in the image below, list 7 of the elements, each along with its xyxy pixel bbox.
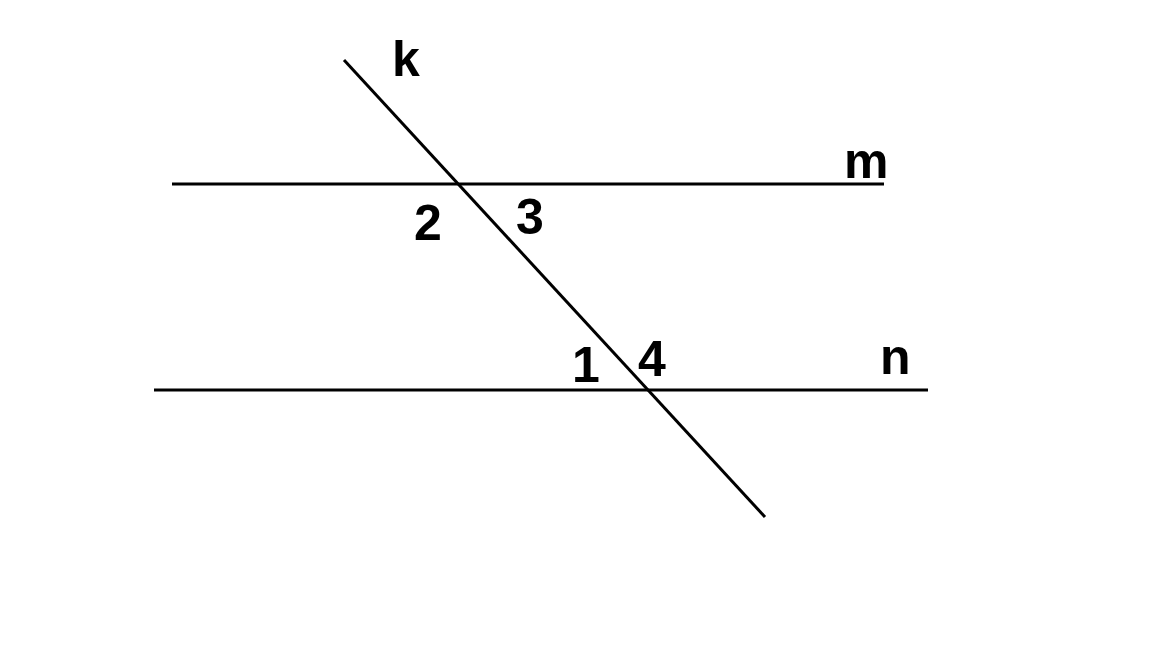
angle-number: 1 <box>572 340 600 390</box>
line-label: m <box>844 136 889 186</box>
angle-number: 3 <box>516 192 544 242</box>
line-label: k <box>392 34 420 84</box>
angle-number: 4 <box>638 334 666 384</box>
angle-number: 2 <box>414 198 442 248</box>
line-label: n <box>880 332 911 382</box>
